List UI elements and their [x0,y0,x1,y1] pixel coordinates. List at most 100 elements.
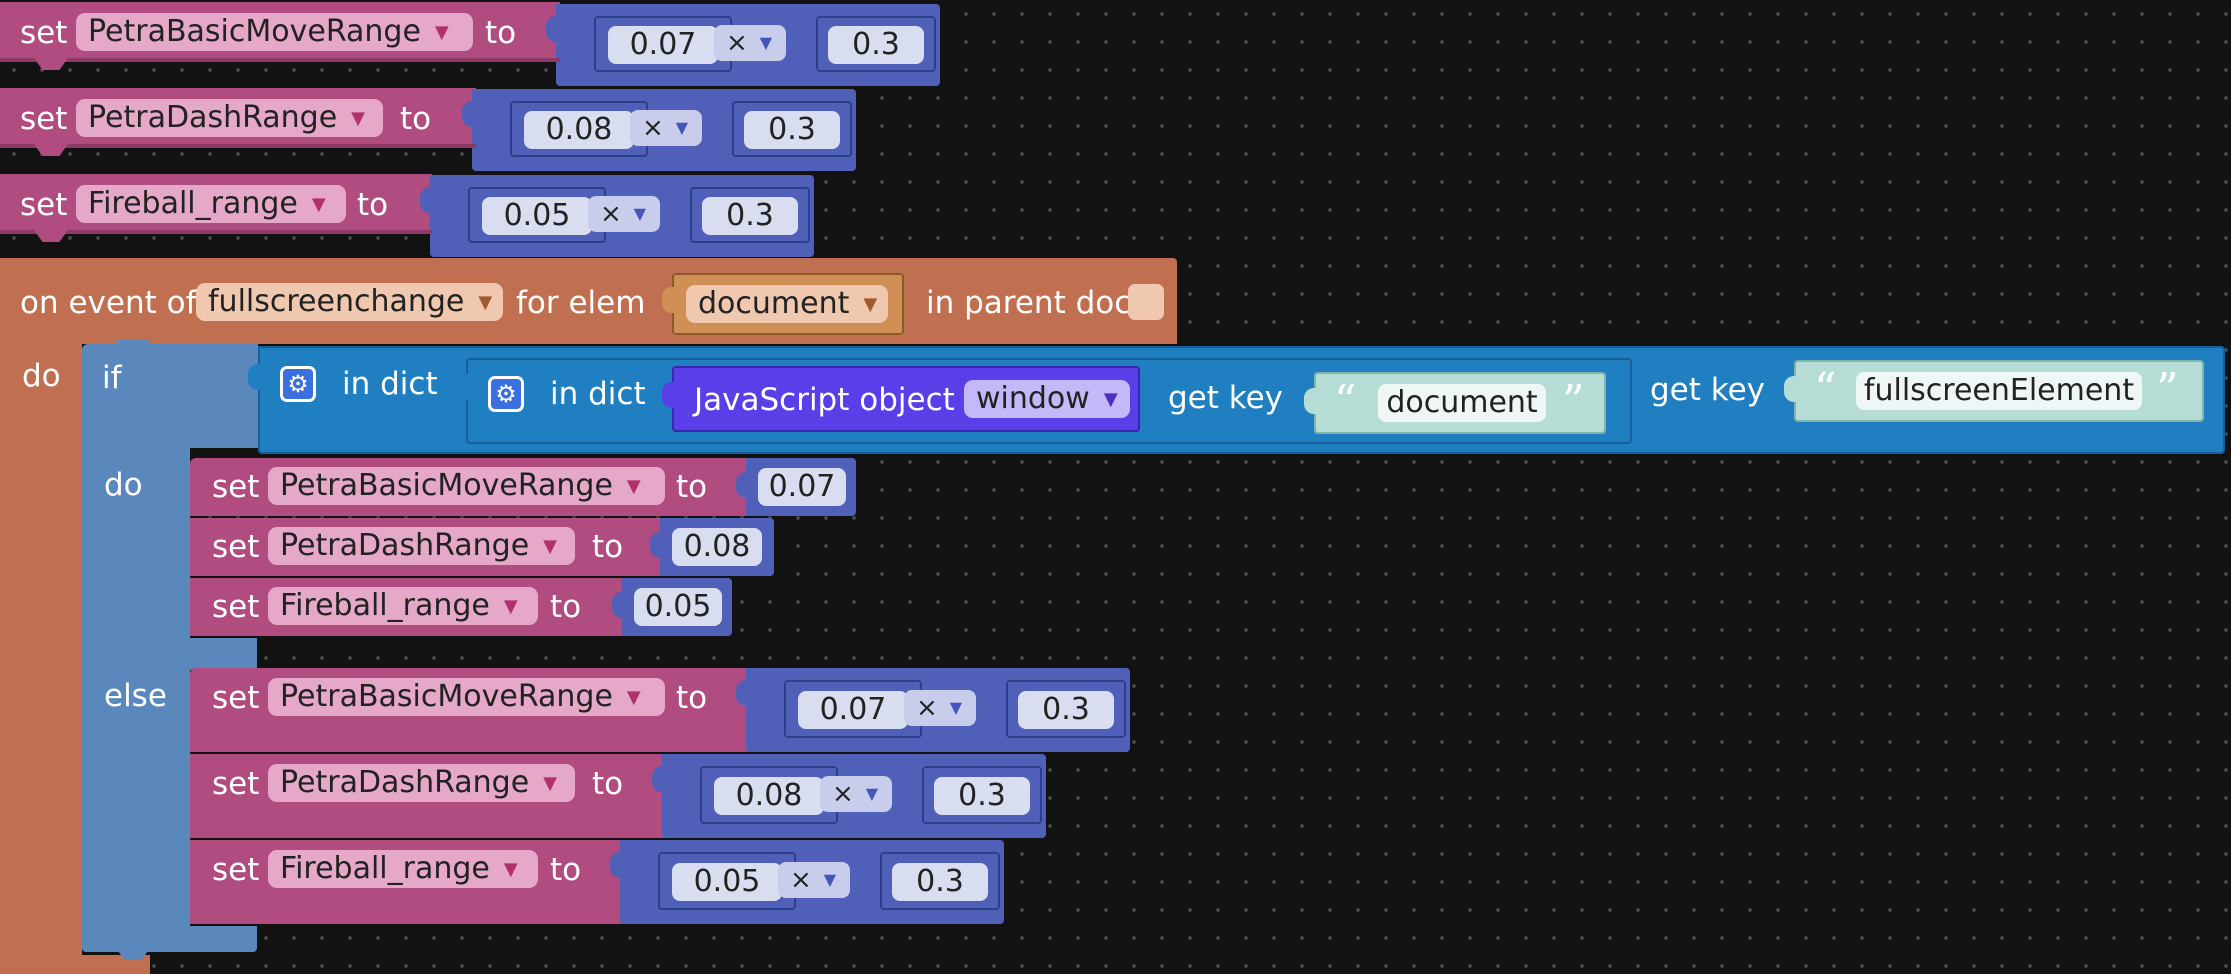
number-block[interactable]: 0.05 [468,187,606,243]
string-block[interactable]: “ document ” [1304,372,1606,434]
operator-dropdown[interactable]: ×▼ [778,862,850,898]
string-block[interactable]: “ fullscreenElement ” [1784,360,2204,422]
operator-dropdown[interactable]: ×▼ [904,690,976,726]
dropdown-arrow-icon: ▼ [675,118,689,137]
number-block[interactable]: 0.05 [612,578,732,636]
set-keyword: set [212,529,260,565]
variable-dropdown[interactable]: PetraBasicMoveRange▼ [76,13,473,51]
variable-dropdown[interactable]: PetraDashRange▼ [76,99,383,137]
event-listener-block[interactable]: on event of fullscreenchange▼ for elem d… [0,258,1177,344]
operator-dropdown[interactable]: ×▼ [630,110,702,146]
number-field[interactable]: 0.3 [828,26,924,64]
set-variable-block[interactable]: set PetraDashRange▼ to 0.08 ×▼ 0.3 [0,88,856,171]
number-field[interactable]: 0.08 [672,528,762,566]
set-variable-block[interactable]: set PetraDashRange▼ to 0.08 ×▼ 0.3 [190,754,1046,838]
set-variable-block[interactable]: set PetraBasicMoveRange▼ to 0.07 ×▼ 0.3 [190,668,1130,752]
number-field[interactable]: 0.08 [714,777,824,815]
number-field[interactable]: 0.05 [482,197,592,235]
number-block[interactable]: 0.3 [816,16,936,72]
number-block[interactable]: 0.3 [732,101,852,157]
if-footer [82,926,257,952]
number-block[interactable]: 0.08 [700,766,838,824]
string-field[interactable]: document [1378,384,1546,422]
math-arithmetic-block[interactable]: 0.05 ×▼ 0.3 [420,175,814,257]
statement-notch [116,948,150,960]
input-connector [456,374,468,400]
string-field[interactable]: fullscreenElement [1856,372,2142,410]
statement-notch [34,144,68,156]
variable-dropdown[interactable]: Fireball_range▼ [268,587,538,625]
parent-doc-checkbox[interactable] [1128,284,1164,320]
number-field[interactable]: 0.07 [608,26,718,64]
math-arithmetic-block[interactable]: 0.05 ×▼ 0.3 [610,840,1004,924]
set-variable-block[interactable]: set PetraBasicMoveRange▼ to 0.07 [190,458,856,516]
number-block[interactable]: 0.07 [594,16,732,72]
dropdown-arrow-icon: ▼ [543,773,558,794]
dropdown-arrow-icon: ▼ [503,859,518,880]
number-block[interactable]: 0.07 [784,680,922,738]
variable-dropdown[interactable]: PetraBasicMoveRange▼ [268,678,665,716]
set-variable-block[interactable]: set Fireball_range▼ to 0.05 ×▼ 0.3 [190,840,1004,924]
number-field[interactable]: 0.3 [744,111,840,149]
input-connector [248,364,260,390]
dict-get-block[interactable]: ⚙ in dict JavaScript object window▼ get … [456,358,1632,444]
js-object-dropdown[interactable]: window▼ [964,380,1130,418]
to-keyword: to [592,529,624,565]
variable-dropdown[interactable]: PetraDashRange▼ [268,764,575,802]
variable-dropdown[interactable]: PetraDashRange▼ [268,527,575,565]
set-keyword: set [20,101,68,137]
set-variable-block[interactable]: set Fireball_range▼ to 0.05 [190,578,732,636]
input-connector [612,592,624,618]
number-field[interactable]: 0.05 [672,863,782,901]
math-arithmetic-block[interactable]: 0.08 ×▼ 0.3 [652,754,1046,838]
number-block[interactable]: 0.3 [922,766,1042,824]
number-field[interactable]: 0.3 [892,863,988,901]
number-field[interactable]: 0.3 [1018,691,1114,729]
number-field[interactable]: 0.3 [934,777,1030,815]
number-field[interactable]: 0.07 [798,691,908,729]
variable-dropdown[interactable]: Fireball_range▼ [268,850,538,888]
if-label: if [102,360,122,396]
number-field[interactable]: 0.3 [702,197,798,235]
dropdown-arrow-icon: ▼ [626,476,641,497]
dropdown-arrow-icon: ▼ [351,108,366,129]
js-object-label: JavaScript object [694,382,955,418]
number-block[interactable]: 0.07 [736,458,856,516]
number-block[interactable]: 0.3 [880,852,1000,910]
set-keyword: set [212,589,260,625]
set-variable-block[interactable]: set Fireball_range▼ to 0.05 ×▼ 0.3 [0,174,814,257]
element-block[interactable]: document▼ [662,273,904,335]
math-arithmetic-block[interactable]: 0.07 ×▼ 0.3 [546,4,940,86]
variable-dropdown[interactable]: Fireball_range▼ [76,185,346,223]
variable-dropdown[interactable]: PetraBasicMoveRange▼ [268,467,665,505]
dropdown-arrow-icon: ▼ [865,784,879,803]
number-field[interactable]: 0.07 [758,468,846,506]
input-connector [420,187,432,213]
event-name-dropdown[interactable]: fullscreenchange▼ [196,283,503,321]
operator-dropdown[interactable]: ×▼ [714,25,786,61]
element-dropdown[interactable]: document▼ [686,285,888,323]
event-footer [0,955,150,974]
number-field[interactable]: 0.08 [524,111,634,149]
dict-get-block[interactable]: ⚙ in dict ⚙ in dict JavaScript object wi… [248,346,2225,454]
number-block[interactable]: 0.3 [690,187,810,243]
number-block[interactable]: 0.3 [1006,680,1126,738]
set-variable-block[interactable]: set PetraDashRange▼ to 0.08 [190,518,774,576]
number-block[interactable]: 0.08 [510,101,648,157]
set-variable-block[interactable]: set PetraBasicMoveRange▼ to 0.07 ×▼ 0.3 [0,2,940,86]
js-object-block[interactable]: JavaScript object window▼ [662,366,1140,432]
gear-icon[interactable]: ⚙ [280,366,316,402]
if-else-block[interactable] [82,344,258,448]
math-arithmetic-block[interactable]: 0.08 ×▼ 0.3 [462,89,856,171]
number-field[interactable]: 0.05 [634,588,722,626]
set-keyword: set [212,680,260,716]
gear-icon[interactable]: ⚙ [488,376,524,412]
number-block[interactable]: 0.05 [658,852,796,910]
math-arithmetic-block[interactable]: 0.07 ×▼ 0.3 [736,668,1130,752]
operator-dropdown[interactable]: ×▼ [588,196,660,232]
to-keyword: to [550,852,582,888]
number-block[interactable]: 0.08 [650,518,774,576]
operator-dropdown[interactable]: ×▼ [820,776,892,812]
dropdown-arrow-icon: ▼ [626,687,641,708]
